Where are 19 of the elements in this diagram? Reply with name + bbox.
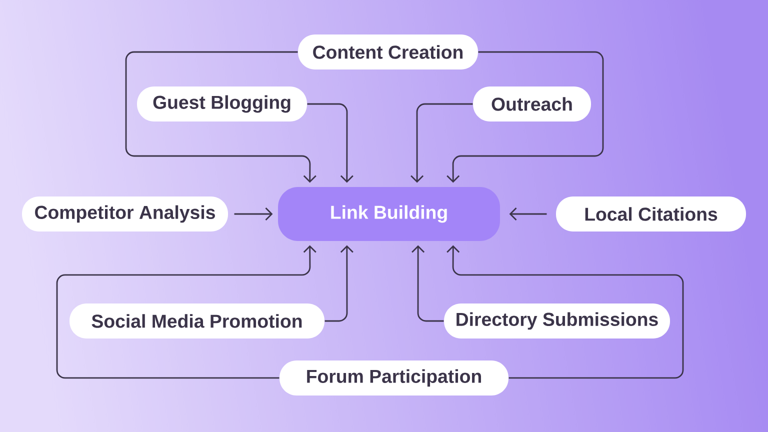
rounded-box: Guest Blogging [137, 86, 307, 122]
arrow [412, 245, 444, 322]
rounded-box: Forum Participation [280, 360, 508, 396]
arrow [324, 245, 354, 322]
rounded-box: Content Creation [298, 34, 478, 70]
arrow [509, 208, 547, 220]
arrow [56, 245, 316, 379]
arrow [446, 51, 604, 183]
rounded-box: Outreach [473, 86, 591, 122]
rounded-box: Directory Submissions [444, 303, 670, 338]
rounded-box: Competitor Analysis [22, 196, 228, 232]
arrow [410, 103, 473, 183]
arrow [307, 103, 354, 183]
arrow [234, 208, 273, 220]
arrow [125, 51, 316, 183]
arrow [446, 245, 684, 379]
central-box: Link Building [278, 187, 500, 241]
rounded-box: Social Media Promotion [70, 303, 324, 338]
rounded-box: Local Citations [556, 196, 746, 232]
